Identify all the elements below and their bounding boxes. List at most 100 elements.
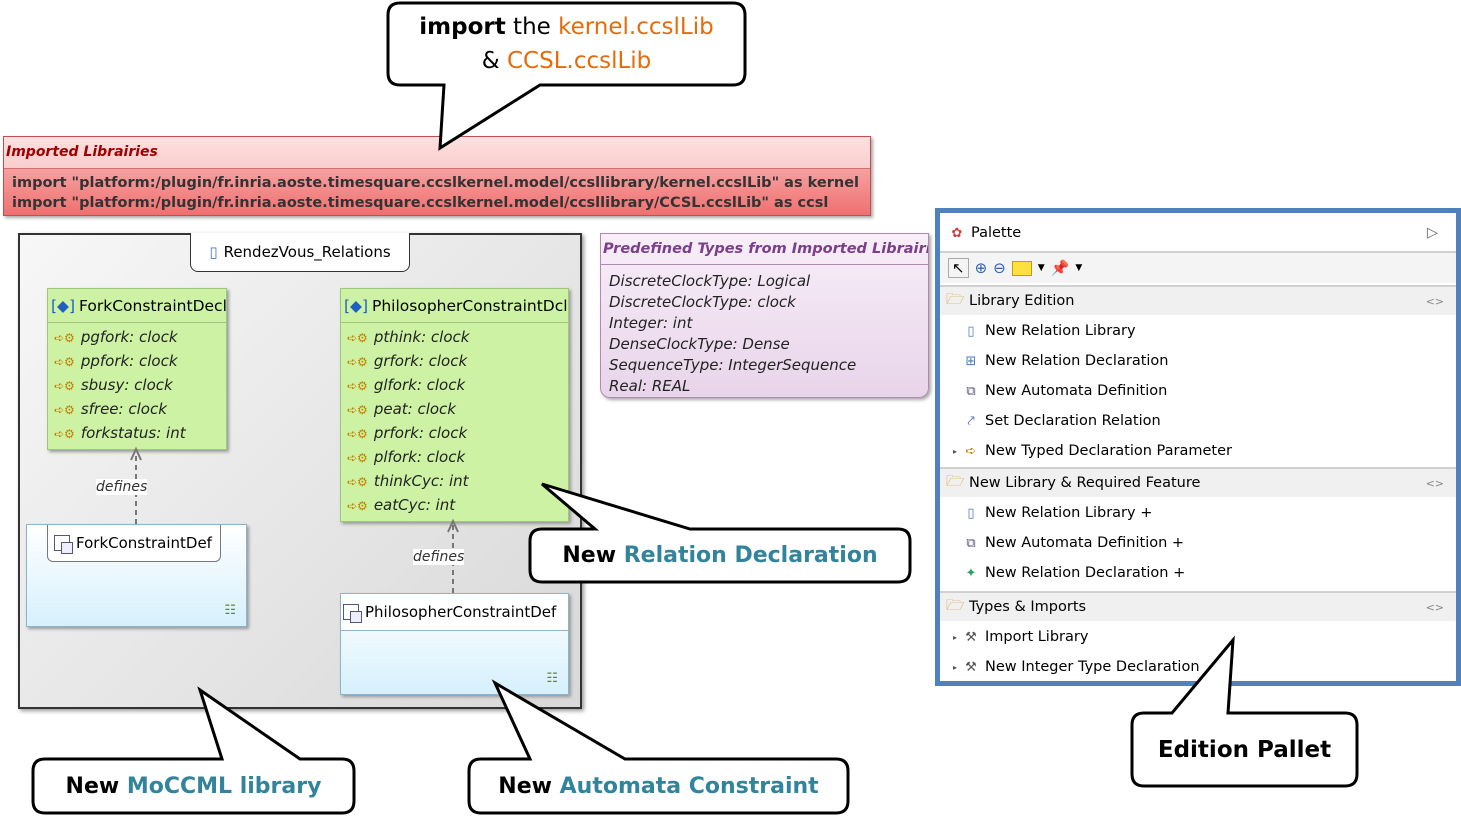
attribute-row[interactable]: ➪⚙peat: clock [341,397,568,421]
palette-item[interactable]: ▯New Relation Library + [940,499,1456,527]
palette-item-label: New Relation Declaration + [985,565,1186,581]
philosopher-constraint-def[interactable]: PhilosopherConstraintDef ☷ [340,593,569,695]
callout-highlight: Automata Constraint [559,773,819,799]
arrow-head-icon [447,518,459,533]
expand-arrow-icon[interactable]: ▸ [953,446,958,456]
type-item[interactable]: SequenceType: IntegerSequence [609,356,857,374]
attribute-row[interactable]: ➪⚙sfree: clock [48,397,226,421]
callout-prefix: New [65,773,127,799]
palette-drawer[interactable]: 🗁Library Edition <> [940,285,1456,315]
drawer-label: Types & Imports [969,599,1087,615]
zoom-out-icon[interactable]: ⊖ [993,259,1006,277]
relation-declaration-icon: ⊞ [965,353,977,369]
dropdown-arrow-icon[interactable]: ▼ [1037,263,1045,273]
palette-drawer[interactable]: 🗁New Library & Required Feature<> [940,467,1456,497]
declaration-icon: [◆] [51,296,76,315]
attribute-label: glfork: clock [373,376,466,394]
expand-arrow-icon[interactable]: ▸ [953,632,958,642]
attribute-label: grfork: clock [373,352,468,370]
palette-item[interactable]: ⤤Set Declaration Relation [940,407,1456,435]
automata-icon: ⧉ [966,383,976,399]
pin-note-icon[interactable]: 📌 [1050,259,1070,277]
attribute-row[interactable]: ➪⚙glfork: clock [341,373,568,397]
attribute-row[interactable]: ➪⚙eatCyc: int [341,493,568,517]
attribute-row[interactable]: ➪⚙plfork: clock [341,445,568,469]
type-item[interactable]: DiscreteClockType: clock [609,293,796,311]
expand-arrow-icon[interactable]: ▸ [953,662,958,672]
palette-item-label: New Automata Definition + [985,535,1185,551]
palette-header: ✿Palette ▷ [940,219,1456,247]
attribute-row[interactable]: ➪⚙forkstatus: int [48,421,226,445]
palette-item[interactable]: ▸ ⚒ New Integer Type Declaration [940,653,1456,681]
type-item[interactable]: Integer: int [609,314,693,332]
import-line[interactable]: import "platform:/plugin/fr.inria.aoste.… [12,195,829,211]
parameter-icon: ➪⚙ [54,331,75,345]
pin-drawer-icon[interactable]: <> [1425,476,1444,490]
palette-item-label: New Relation Library [985,323,1136,339]
palette-item[interactable]: ⧉New Automata Definition + [940,529,1456,557]
hierarchy-icon[interactable]: ☷ [546,671,558,686]
fork-constraint-decl[interactable]: [◆]ForkConstraintDecl ➪⚙pgfork: clock➪⚙p… [47,288,227,450]
hierarchy-icon[interactable]: ☷ [224,603,236,618]
arrow-head-icon [130,446,142,461]
typed-parameter-icon: ➪ [965,443,977,459]
drawer-label: New Library & Required Feature [969,475,1201,491]
fork-constraint-def[interactable]: ForkConstraintDef ☷ [26,524,247,627]
type-item[interactable]: Real: REAL [609,377,691,395]
palette[interactable]: ✿Palette ▷ ↖ ⊕ ⊖ ▼ 📌 ▼ 🗁Library Edition<… [935,208,1461,686]
palette-item[interactable]: ⊞New Relation Declaration [940,347,1456,375]
attribute-row[interactable]: ➪⚙sbusy: clock [48,373,226,397]
attribute-row[interactable]: ➪⚙ pthink: clock [341,325,568,349]
dropdown-arrow-icon[interactable]: ▼ [1075,263,1083,273]
palette-toolbar: ↖ ⊕ ⊖ ▼ 📌 ▼ [940,251,1456,283]
palette-item-label: Import Library [985,629,1089,645]
parameter-icon: ➪⚙ [54,379,75,393]
folder-icon: 🗁 [946,595,965,614]
palette-item-label: New Typed Declaration Parameter [985,443,1232,459]
attribute-label: forkstatus: int [80,424,186,442]
callout-import-the: the [505,14,559,40]
palette-item[interactable]: ▸ ➪ New Typed Declaration Parameter [940,437,1456,465]
callout-highlight: MoCCML library [126,773,322,799]
palette-item-label: New Relation Library + [985,505,1153,521]
palette-drawer[interactable]: 🗁Types & Imports <> [940,591,1456,621]
attribute-row[interactable]: ➪⚙thinkCyc: int [341,469,568,493]
drawer-label: Library Edition [969,293,1075,309]
imported-libraries-title: Imported Librairies [4,137,870,169]
library-title-tab[interactable]: ▯RendezVous_Relations [190,233,410,272]
palette-item-label: New Integer Type Declaration [985,659,1200,675]
predefined-types-panel[interactable]: Predefined Types from Imported Librairie… [600,233,929,398]
select-tool-icon[interactable]: ↖ [948,258,969,278]
palette-item[interactable]: ▯New Relation Library [940,317,1456,345]
zoom-in-icon[interactable]: ⊕ [974,259,988,277]
imported-libraries-panel[interactable]: Imported Librairies import "platform:/pl… [3,136,871,216]
callout-import: import the kernel.ccslLib & CCSL.ccslLib [390,5,743,83]
pin-drawer-icon[interactable]: <> [1425,600,1444,614]
attribute-row[interactable]: ➪⚙ppfork: clock [48,349,226,373]
palette-item[interactable]: ✦New Relation Declaration + [940,559,1456,587]
palette-item[interactable]: ▸⚒Import Library [940,623,1456,651]
attribute-row[interactable]: ➪⚙prfork: clock [341,421,568,445]
attribute-row[interactable]: ➪⚙ pgfork: clock [48,325,226,349]
attribute-label: pgfork: clock [80,328,178,346]
import-line[interactable]: import "platform:/plugin/fr.inria.aoste.… [12,175,859,191]
collapse-palette-icon[interactable]: ▷ [1426,225,1438,241]
declaration-icon: [◆] [344,296,369,315]
attribute-label: pthink: clock [373,328,470,346]
type-item[interactable]: DenseClockType: Dense [609,335,790,353]
callout-prefix: New [562,543,624,568]
parameter-icon: ➪⚙ [347,427,368,441]
type-item[interactable]: DiscreteClockType: Logical [609,272,811,290]
defines-label: defines [413,549,465,565]
callout-highlight: Relation Declaration [623,543,878,568]
note-icon[interactable] [1011,260,1032,276]
hammer-icon: ⚒ [965,659,977,675]
attribute-label: sfree: clock [80,400,167,418]
palette-item-label: Set Declaration Relation [985,413,1161,429]
library-title: RendezVous_Relations [223,243,391,261]
pin-drawer-icon[interactable]: <> [1425,294,1444,308]
palette-item[interactable]: ⧉New Automata Definition [940,377,1456,405]
folder-icon: 🗁 [946,289,965,308]
parameter-icon: ➪⚙ [347,331,368,345]
attribute-row[interactable]: ➪⚙grfork: clock [341,349,568,373]
